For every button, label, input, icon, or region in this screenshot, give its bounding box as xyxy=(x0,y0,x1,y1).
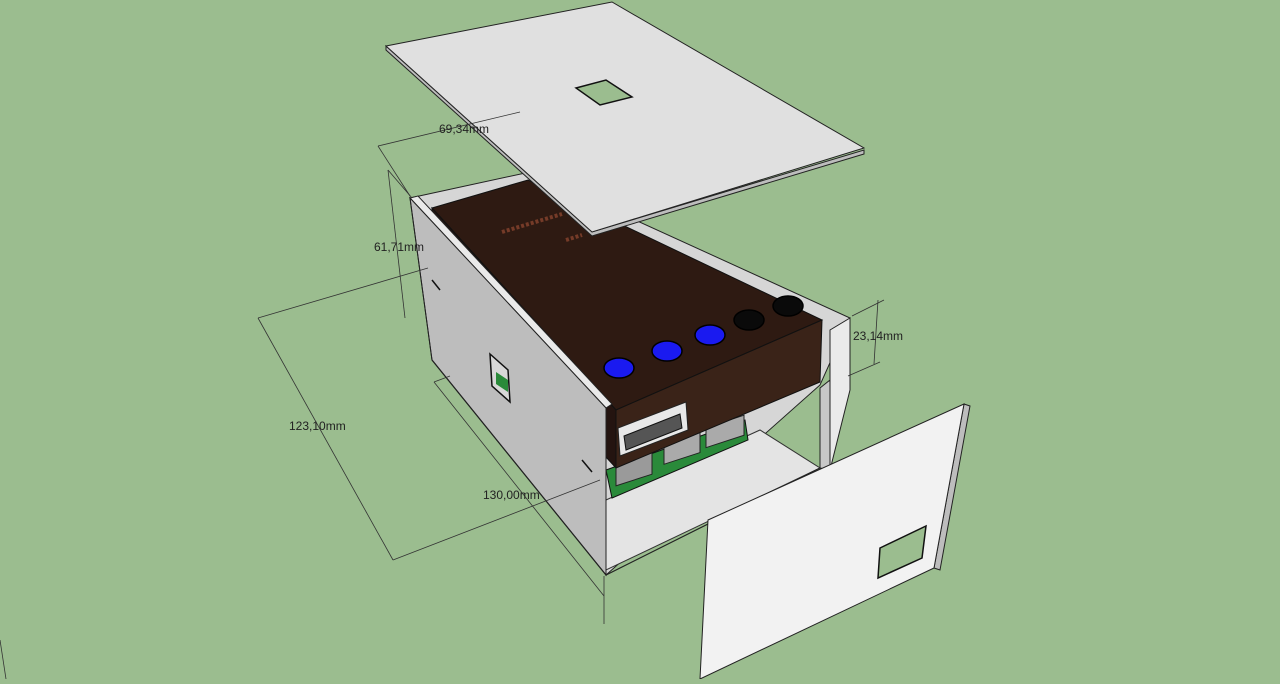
top-lid-surface xyxy=(384,1,866,233)
button-1 xyxy=(603,357,635,379)
case-engraving xyxy=(501,212,583,242)
end-panel-cutout xyxy=(877,524,927,580)
dimension-label-width: 123,10mm xyxy=(289,419,346,433)
button-2 xyxy=(651,340,683,362)
side-panel-tab-mark-2 xyxy=(581,459,593,473)
button-3 xyxy=(694,324,726,346)
side-panel-cutout-led xyxy=(496,372,508,392)
end-panel xyxy=(699,403,971,680)
dimension-lines xyxy=(257,111,885,624)
dimension-label-height-left: 61,71mm xyxy=(374,240,424,254)
button-4 xyxy=(733,309,765,331)
axis-fragment xyxy=(0,639,7,680)
side-panel-tab-mark xyxy=(431,279,441,291)
dimension-label-length: 130,00mm xyxy=(483,488,540,502)
top-lid xyxy=(384,1,866,237)
enclosure-right-wall-face xyxy=(819,378,831,471)
dimension-label-height-right: 23,14mm xyxy=(853,329,903,343)
top-lid-cutout xyxy=(574,79,634,106)
end-panel-surface xyxy=(699,403,965,680)
button-5 xyxy=(772,295,804,317)
enclosure-right-wall xyxy=(829,317,851,471)
hdmi-port-inner xyxy=(623,413,683,451)
dimension-label-depth: 69,34mm xyxy=(439,122,489,136)
enclosure-body xyxy=(409,171,851,577)
